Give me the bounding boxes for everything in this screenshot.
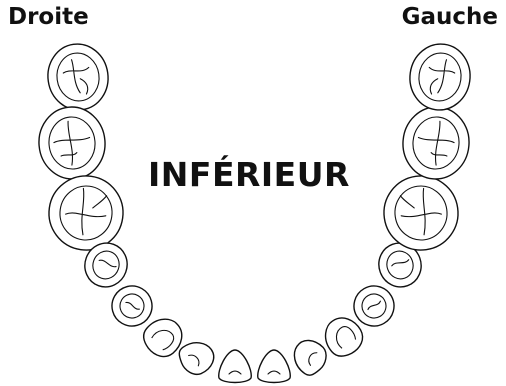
tooth-38[interactable] [406, 40, 475, 114]
tooth-36[interactable] [379, 171, 463, 255]
tooth-47[interactable] [36, 104, 108, 181]
tooth-48[interactable] [44, 40, 113, 114]
tooth-46[interactable] [44, 171, 128, 255]
tooth-31[interactable] [258, 350, 291, 383]
tooth-32[interactable] [287, 334, 332, 379]
tooth-37[interactable] [400, 104, 472, 181]
tooth-41[interactable] [219, 350, 252, 383]
